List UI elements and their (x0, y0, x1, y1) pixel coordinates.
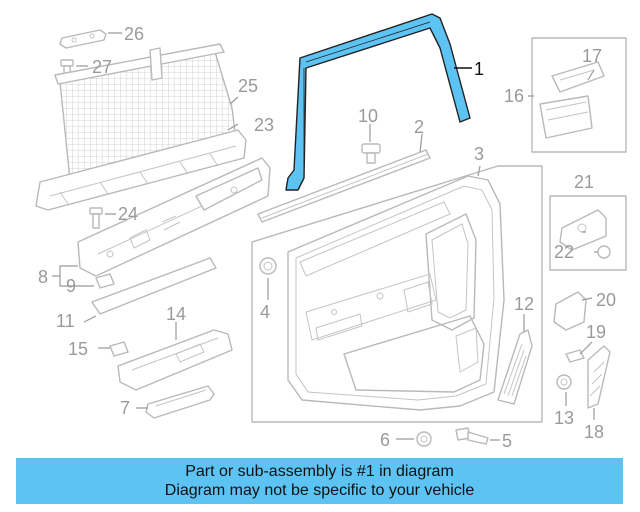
part-15-clip[interactable] (109, 341, 129, 357)
callout-2: 2 (414, 117, 424, 137)
part-1-window-seal[interactable] (285, 13, 471, 191)
part-26-bracket[interactable] (59, 29, 107, 49)
part-21-switch-box[interactable] (549, 195, 627, 271)
callout-22: 22 (554, 242, 574, 262)
callout-9: 9 (66, 276, 76, 296)
banner-line-1: Part or sub-assembly is #1 in diagram (185, 463, 454, 480)
part-12-speaker-grille[interactable] (497, 329, 533, 405)
part-16-switch-assembly[interactable] (531, 37, 627, 153)
callout-25: 25 (238, 76, 258, 96)
part-3-door-panel[interactable] (251, 165, 543, 423)
callout-16: 16 (504, 86, 524, 106)
callout-15: 15 (68, 339, 88, 359)
callout-4: 4 (260, 302, 270, 322)
part-5-screw[interactable] (455, 427, 489, 445)
callout-26: 26 (124, 24, 144, 44)
callout-17: 17 (582, 46, 602, 66)
leader-lines (52, 32, 598, 441)
callout-10: 10 (358, 106, 378, 126)
callout-21: 21 (574, 172, 594, 192)
callout-5: 5 (502, 431, 512, 451)
callout-13: 13 (554, 408, 574, 428)
callout-1: 1 (474, 59, 484, 79)
part-door-handle-assembly[interactable] (77, 157, 271, 277)
callout-27: 27 (92, 57, 112, 77)
part-6-clip[interactable] (416, 431, 432, 447)
part-9-clip[interactable] (95, 273, 115, 289)
callout-18: 18 (584, 422, 604, 442)
part-2-belt-molding[interactable] (257, 149, 431, 223)
callout-11: 11 (56, 311, 75, 331)
part-20-switch[interactable] (553, 291, 587, 331)
callout-19: 19 (586, 322, 606, 342)
callout-23: 23 (254, 115, 274, 135)
callout-labels: 1 2 3 4 5 6 7 8 9 10 11 12 13 14 15 16 1… (38, 24, 616, 451)
info-banner: Part or sub-assembly is #1 in diagram Di… (16, 458, 623, 504)
part-18-seal-strip[interactable] (587, 345, 611, 409)
part-7-lamp[interactable] (145, 385, 215, 419)
callout-12: 12 (514, 294, 534, 314)
part-19-clip[interactable] (565, 349, 585, 363)
callout-20: 20 (596, 290, 616, 310)
callout-6: 6 (380, 430, 390, 450)
callout-24: 24 (118, 204, 138, 224)
callout-14: 14 (166, 304, 186, 324)
callout-8: 8 (38, 267, 48, 287)
part-4-plug[interactable] (259, 257, 277, 275)
banner-line-2: Diagram may not be specific to your vehi… (164, 482, 475, 499)
part-23-rail[interactable] (35, 129, 247, 211)
info-banner-background (16, 458, 623, 504)
part-14-pull-cup[interactable] (117, 329, 233, 391)
part-11-trim-strip[interactable] (91, 257, 217, 315)
part-10-clip[interactable] (361, 143, 381, 164)
part-24-screw[interactable] (89, 207, 103, 229)
part-13-grommet[interactable] (556, 374, 572, 390)
callout-3: 3 (474, 144, 484, 164)
callout-7: 7 (120, 398, 130, 418)
part-22-plug[interactable] (597, 245, 611, 259)
